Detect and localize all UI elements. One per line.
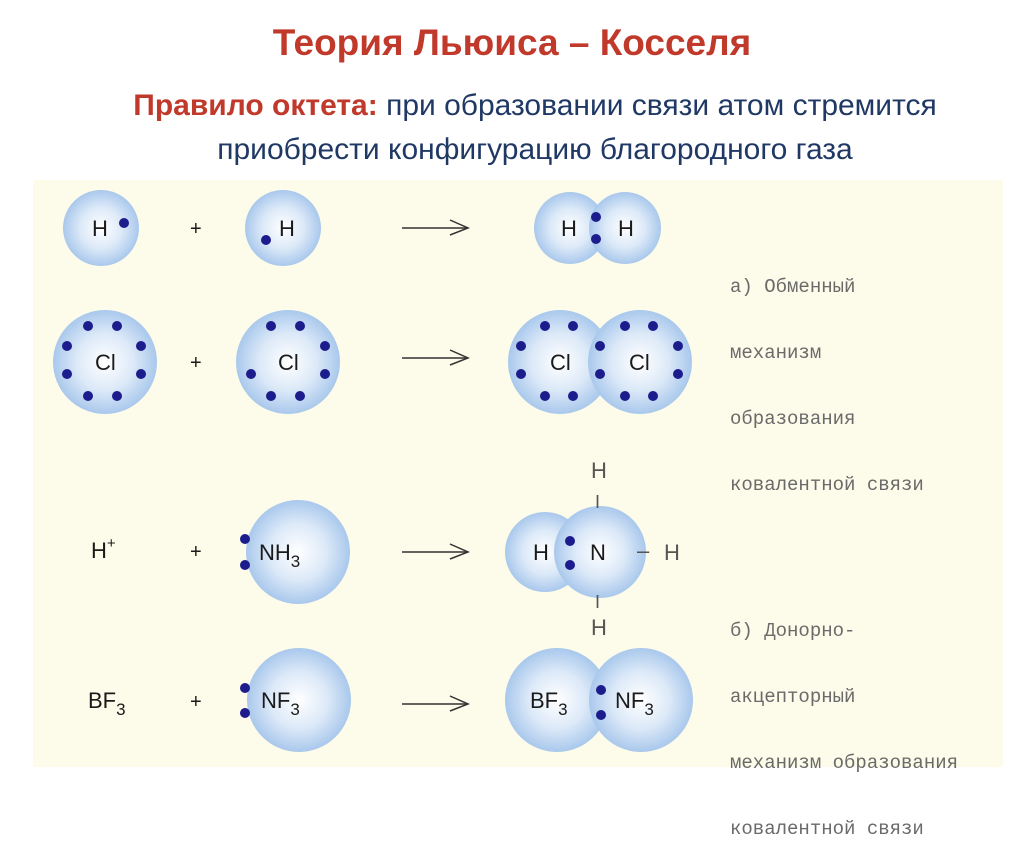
- lone-pair-dot: [240, 560, 250, 570]
- adduct-nf3-label: NF3: [615, 688, 654, 719]
- reaction-arrow: [402, 349, 470, 366]
- bf3-label: BF3: [88, 688, 126, 719]
- rule-text-line2: приобрести конфигурацию благородного газ…: [217, 133, 853, 166]
- lone-pair-dot: [240, 708, 250, 718]
- rule-text-line1: при образовании связи атом стремится: [386, 89, 937, 122]
- reaction-arrow: [402, 543, 470, 560]
- donor-acceptor-mechanism-note: б) Донорно- акцепторный механизм образов…: [730, 576, 958, 862]
- note-line: ковалентной связи: [730, 818, 924, 840]
- plus-sign: +: [190, 352, 202, 374]
- h-atom-label: H: [279, 216, 295, 241]
- exchange-mechanism-note: а) Обменный механизм образования ковален…: [730, 232, 924, 518]
- reaction-arrow: [402, 219, 470, 236]
- shared-electron-dot: [565, 536, 575, 546]
- h2-atom-right-label: H: [618, 216, 634, 241]
- lone-pair-dot: [240, 683, 250, 693]
- nh3-label: NH3: [259, 540, 300, 571]
- nh4-h-left: H: [533, 540, 549, 565]
- plus-sign: +: [190, 691, 202, 713]
- shared-electron-dot: [591, 212, 601, 222]
- shared-electron-dot: [591, 234, 601, 244]
- reaction-row-bf3nf3: BF3 + NF3 BF3 NF3: [88, 648, 693, 752]
- bond-bottom: I: [595, 592, 600, 612]
- cl2-electrons: [516, 321, 683, 401]
- note-line: ковалентной связи: [730, 474, 924, 496]
- adduct-cloud-left: [505, 648, 609, 752]
- octet-rule: Правило октета: при образовании связи ат…: [60, 84, 1010, 172]
- h-atom-label: H: [92, 216, 108, 241]
- electron-dot: [261, 235, 271, 245]
- h-atom-cloud: [245, 190, 321, 266]
- nf3-label: NF3: [261, 688, 300, 719]
- adduct-bf3-label: BF3: [530, 688, 568, 719]
- rule-label: Правило октета:: [133, 89, 378, 122]
- note-line: акцепторный: [730, 686, 856, 708]
- h2-cloud-left: [534, 192, 606, 264]
- nh4-h-bottom: H: [591, 615, 607, 640]
- nh4-cloud-right: [554, 506, 646, 598]
- h2-atom-left-label: H: [561, 216, 577, 241]
- nh3-cloud: [246, 500, 350, 604]
- nh4-h-top: H: [591, 458, 607, 483]
- note-line: а) Обменный: [730, 276, 856, 298]
- cl-atom-label: Cl: [278, 350, 299, 375]
- cl-atom-cloud: [236, 310, 340, 414]
- reaction-canvas: H + H H H Cl +: [53, 190, 693, 752]
- shared-electron-dot: [565, 560, 575, 570]
- reaction-row-nh4: H+ + NH3 H N H I – H I H: [91, 458, 680, 640]
- note-line: механизм: [730, 342, 822, 364]
- h-atom-cloud: [63, 190, 139, 266]
- h2-cloud-right: [589, 192, 661, 264]
- cl-atom-cloud: [53, 310, 157, 414]
- plus-sign: +: [190, 218, 202, 240]
- cl-valence-electrons: [246, 321, 330, 401]
- cl-atom-label: Cl: [95, 350, 116, 375]
- reaction-diagram: H + H H H Cl +: [33, 180, 1003, 840]
- bond-top: I: [595, 492, 600, 512]
- cl-valence-electrons: [62, 321, 146, 401]
- cl2-atom-right-label: Cl: [629, 350, 650, 375]
- bond-right: –: [637, 538, 650, 563]
- nh4-h-right: H: [664, 540, 680, 565]
- cl2-cloud-right: [588, 310, 692, 414]
- note-line: образования: [730, 408, 856, 430]
- note-line: механизм образования: [730, 752, 959, 774]
- nf3-cloud: [247, 648, 351, 752]
- reaction-row-cl2: Cl + Cl Cl Cl: [53, 310, 692, 414]
- shared-electron-dot: [596, 710, 606, 720]
- h-ion-label: H+: [91, 535, 116, 563]
- cl2-atom-left-label: Cl: [550, 350, 571, 375]
- electron-dot: [119, 218, 129, 228]
- plus-sign: +: [190, 541, 202, 563]
- shared-electron-dot: [596, 685, 606, 695]
- slide-title: Теория Льюиса – Косселя: [272, 22, 752, 63]
- nh4-n-center: N: [590, 540, 606, 565]
- cl2-cloud-left: [508, 310, 612, 414]
- adduct-cloud-right: [589, 648, 693, 752]
- lone-pair-dot: [240, 534, 250, 544]
- reaction-row-h2: H + H H H: [63, 190, 661, 266]
- reaction-arrow: [402, 695, 470, 712]
- note-line: б) Донорно-: [730, 620, 856, 642]
